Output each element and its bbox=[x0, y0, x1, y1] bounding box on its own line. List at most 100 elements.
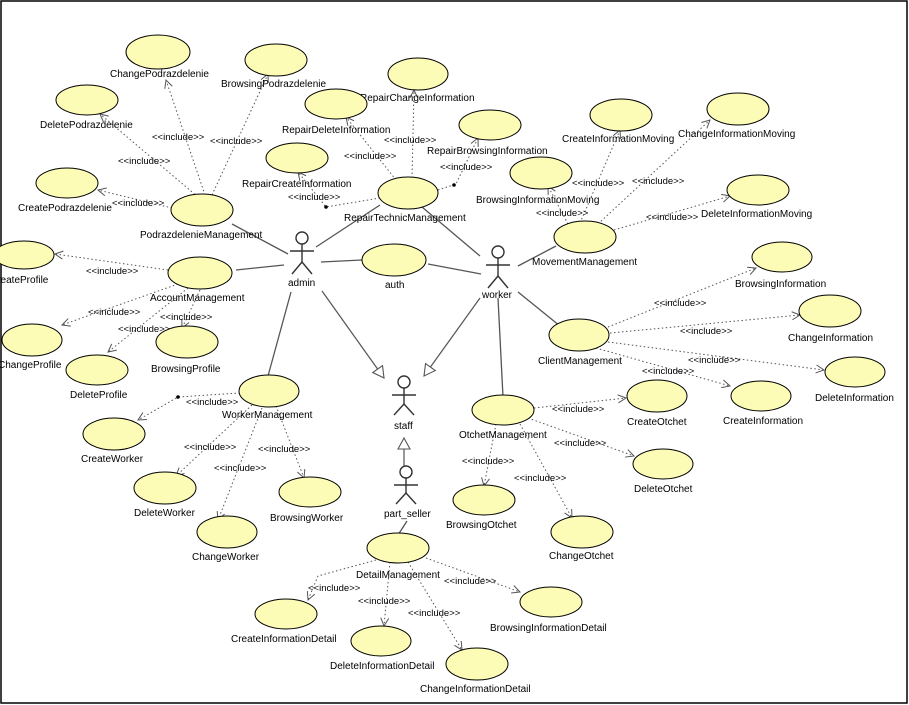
include-label: <<include>> bbox=[160, 312, 213, 323]
stick-figure-icon bbox=[394, 465, 418, 505]
uc-create-information-detail[interactable] bbox=[254, 598, 318, 630]
uc-client-management[interactable] bbox=[548, 318, 610, 352]
dep-repair-delete bbox=[346, 117, 397, 181]
gen-worker-staff bbox=[423, 297, 481, 377]
assoc-worker-repair bbox=[421, 206, 481, 257]
uc-delete-podrazdelenie[interactable] bbox=[55, 84, 119, 116]
uc-label: CreateInformationMoving bbox=[562, 134, 674, 145]
uc-label: RepairTechnicManagement bbox=[344, 213, 466, 224]
uc-create-profile[interactable] bbox=[0, 240, 55, 270]
dep-account-delete bbox=[108, 287, 189, 352]
uc-create-worker[interactable] bbox=[82, 417, 146, 451]
uc-movement-management[interactable] bbox=[553, 220, 617, 254]
include-label: <<include>> bbox=[112, 198, 165, 209]
uc-change-profile[interactable] bbox=[1, 323, 63, 357]
dep-otchet-create bbox=[533, 398, 626, 409]
include-label: <<include>> bbox=[444, 576, 497, 587]
uc-create-podrazdelenie[interactable] bbox=[35, 167, 99, 199]
uc-label: RepairDeleteInformation bbox=[282, 125, 390, 136]
include-label: <<include>> bbox=[308, 583, 361, 594]
actor-worker[interactable]: worker bbox=[481, 245, 513, 301]
actor-label: worker bbox=[481, 290, 513, 301]
uc-delete-information-detail[interactable] bbox=[350, 625, 412, 657]
include-label: <<include>> bbox=[152, 132, 205, 143]
uc-change-information-detail[interactable] bbox=[445, 647, 509, 681]
include-label: <<include>> bbox=[86, 266, 139, 277]
uc-browsing-information-moving[interactable] bbox=[509, 156, 573, 190]
uc-change-podrazdelenie[interactable] bbox=[125, 34, 191, 70]
uc-change-information-moving[interactable] bbox=[706, 92, 770, 126]
dep-wm-create bbox=[138, 392, 241, 420]
uc-worker-management[interactable] bbox=[238, 374, 300, 408]
stick-figure-icon bbox=[392, 375, 416, 416]
generalizations bbox=[321, 290, 481, 466]
use-cases: ChangePodrazdelenie BrowsingPodrazdeleni… bbox=[0, 34, 894, 695]
include-label: <<include>> bbox=[384, 135, 437, 146]
include-label: <<include>> bbox=[536, 208, 589, 219]
uc-label: DeleteWorker bbox=[134, 508, 196, 519]
uc-repair-delete-information[interactable] bbox=[304, 88, 368, 120]
dep-move-change bbox=[597, 120, 710, 225]
uc-label: ChangeInformationDetail bbox=[420, 684, 531, 695]
include-label: <<include>> bbox=[214, 463, 267, 474]
dep-wm-delete bbox=[176, 404, 253, 476]
dep-move-browsing bbox=[548, 186, 569, 225]
uc-delete-profile[interactable] bbox=[65, 354, 129, 386]
include-label: <<include>> bbox=[210, 136, 263, 147]
uc-label: DeleteProfile bbox=[70, 390, 128, 401]
include-label: <<include>> bbox=[572, 178, 625, 189]
dep-podr-create bbox=[98, 190, 173, 209]
include-label: <<include>> bbox=[258, 444, 311, 455]
uc-label: BrowsingOtchet bbox=[446, 520, 517, 531]
uc-label: BrowsingInformationDetail bbox=[490, 623, 607, 634]
uc-repair-browsing-information[interactable] bbox=[458, 109, 522, 141]
uc-label: PodrazdelenieManagement bbox=[140, 230, 263, 241]
uc-auth[interactable] bbox=[361, 243, 427, 277]
assoc-auth-worker bbox=[427, 263, 482, 275]
uc-browsing-profile[interactable] bbox=[155, 325, 219, 359]
uc-repair-change-information[interactable] bbox=[387, 57, 449, 91]
uc-label: RepairCreateInformation bbox=[242, 179, 352, 190]
uc-delete-otchet[interactable] bbox=[632, 448, 694, 480]
actor-staff[interactable]: staff bbox=[392, 375, 416, 432]
uc-delete-information[interactable] bbox=[824, 356, 886, 388]
dep-move-delete bbox=[613, 196, 730, 231]
actor-part-seller[interactable]: part_seller bbox=[384, 465, 431, 520]
uc-change-information[interactable] bbox=[798, 294, 862, 328]
uc-otchet-management[interactable] bbox=[471, 394, 535, 426]
uc-create-information[interactable] bbox=[730, 380, 792, 412]
uc-create-otchet[interactable] bbox=[626, 379, 688, 413]
uc-repair-technic-management[interactable] bbox=[377, 176, 439, 210]
actor-admin[interactable]: admin bbox=[288, 231, 315, 289]
include-label: <<include>> bbox=[646, 212, 699, 223]
uc-create-information-moving[interactable] bbox=[589, 98, 653, 132]
assoc-admin-account bbox=[235, 264, 285, 271]
uc-podrazdelenie-management[interactable] bbox=[170, 193, 234, 227]
uc-browsing-otchet[interactable] bbox=[452, 484, 516, 516]
uc-account-management[interactable] bbox=[167, 256, 233, 290]
uc-browsing-podrazdelenie[interactable] bbox=[244, 43, 308, 77]
dep-wm-browsing bbox=[275, 405, 304, 478]
uc-browsing-information[interactable] bbox=[751, 241, 813, 273]
uc-label: DeleteInformationMoving bbox=[701, 209, 812, 220]
include-dependencies bbox=[55, 74, 824, 650]
uc-label: ChangeWorker bbox=[192, 552, 260, 563]
uc-label: auth bbox=[385, 280, 404, 291]
assoc-admin-repair bbox=[315, 204, 381, 248]
uc-detail-management[interactable] bbox=[366, 532, 430, 564]
uc-browsing-worker[interactable] bbox=[278, 476, 342, 508]
uc-label: DeleteOtchet bbox=[634, 484, 693, 495]
uc-repair-create-information[interactable] bbox=[265, 142, 329, 174]
uc-label: MovementManagement bbox=[532, 257, 637, 268]
uc-delete-worker[interactable] bbox=[133, 471, 197, 505]
uc-label: CreateOtchet bbox=[627, 417, 687, 428]
include-label: <<include>> bbox=[688, 355, 741, 366]
uc-label: ChangeInformation bbox=[788, 333, 873, 344]
uc-browsing-information-detail[interactable] bbox=[519, 586, 583, 618]
uc-change-otchet[interactable] bbox=[550, 515, 614, 549]
include-label: <<include>> bbox=[186, 397, 239, 408]
uc-change-worker[interactable] bbox=[196, 515, 258, 549]
actor-label: staff bbox=[394, 421, 413, 432]
uc-delete-information-moving[interactable] bbox=[726, 174, 790, 206]
